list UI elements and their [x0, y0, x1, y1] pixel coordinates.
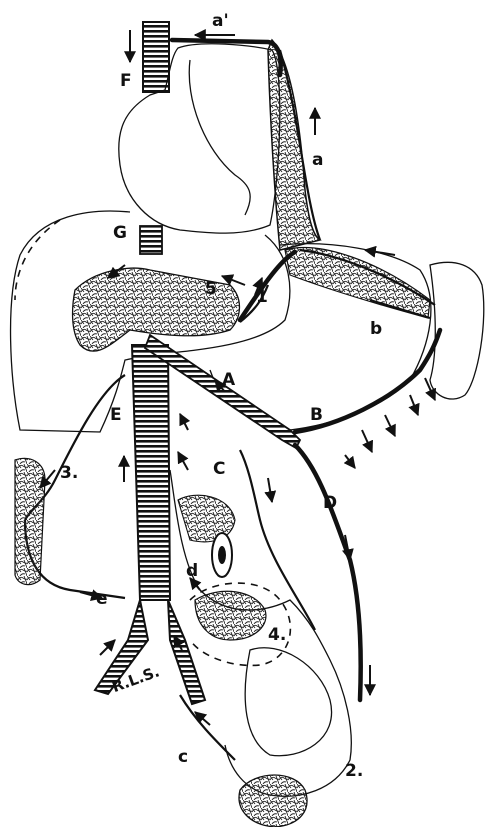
label-A: A — [222, 370, 236, 390]
cecum-outline — [245, 648, 331, 756]
label-4: 4. — [268, 625, 286, 645]
label-e: e — [96, 589, 108, 609]
label-d: d — [186, 561, 198, 581]
label-2: 2. — [345, 761, 363, 781]
esophageal-varices — [172, 40, 320, 250]
label-a-prime: a' — [212, 11, 229, 31]
label-a: a — [312, 150, 323, 170]
label-1: 1 — [256, 287, 268, 307]
label-C: C — [213, 459, 225, 479]
gastric-varices — [240, 248, 435, 320]
label-5: 5 — [205, 279, 217, 299]
label-b: b — [370, 319, 382, 339]
label-F: F — [120, 71, 132, 91]
mesenteric-vein-D — [295, 445, 361, 700]
esophagus-tube — [143, 22, 169, 92]
label-3: 3. — [60, 463, 78, 483]
label-E: E — [110, 405, 122, 425]
label-B: B — [310, 405, 323, 425]
heart-inner-line — [189, 60, 250, 215]
label-D: D — [323, 493, 337, 513]
esophagus-lower — [140, 226, 162, 254]
label-G: G — [113, 223, 127, 243]
abdominal-wall-varices — [15, 458, 45, 584]
label-c: c — [178, 747, 188, 767]
